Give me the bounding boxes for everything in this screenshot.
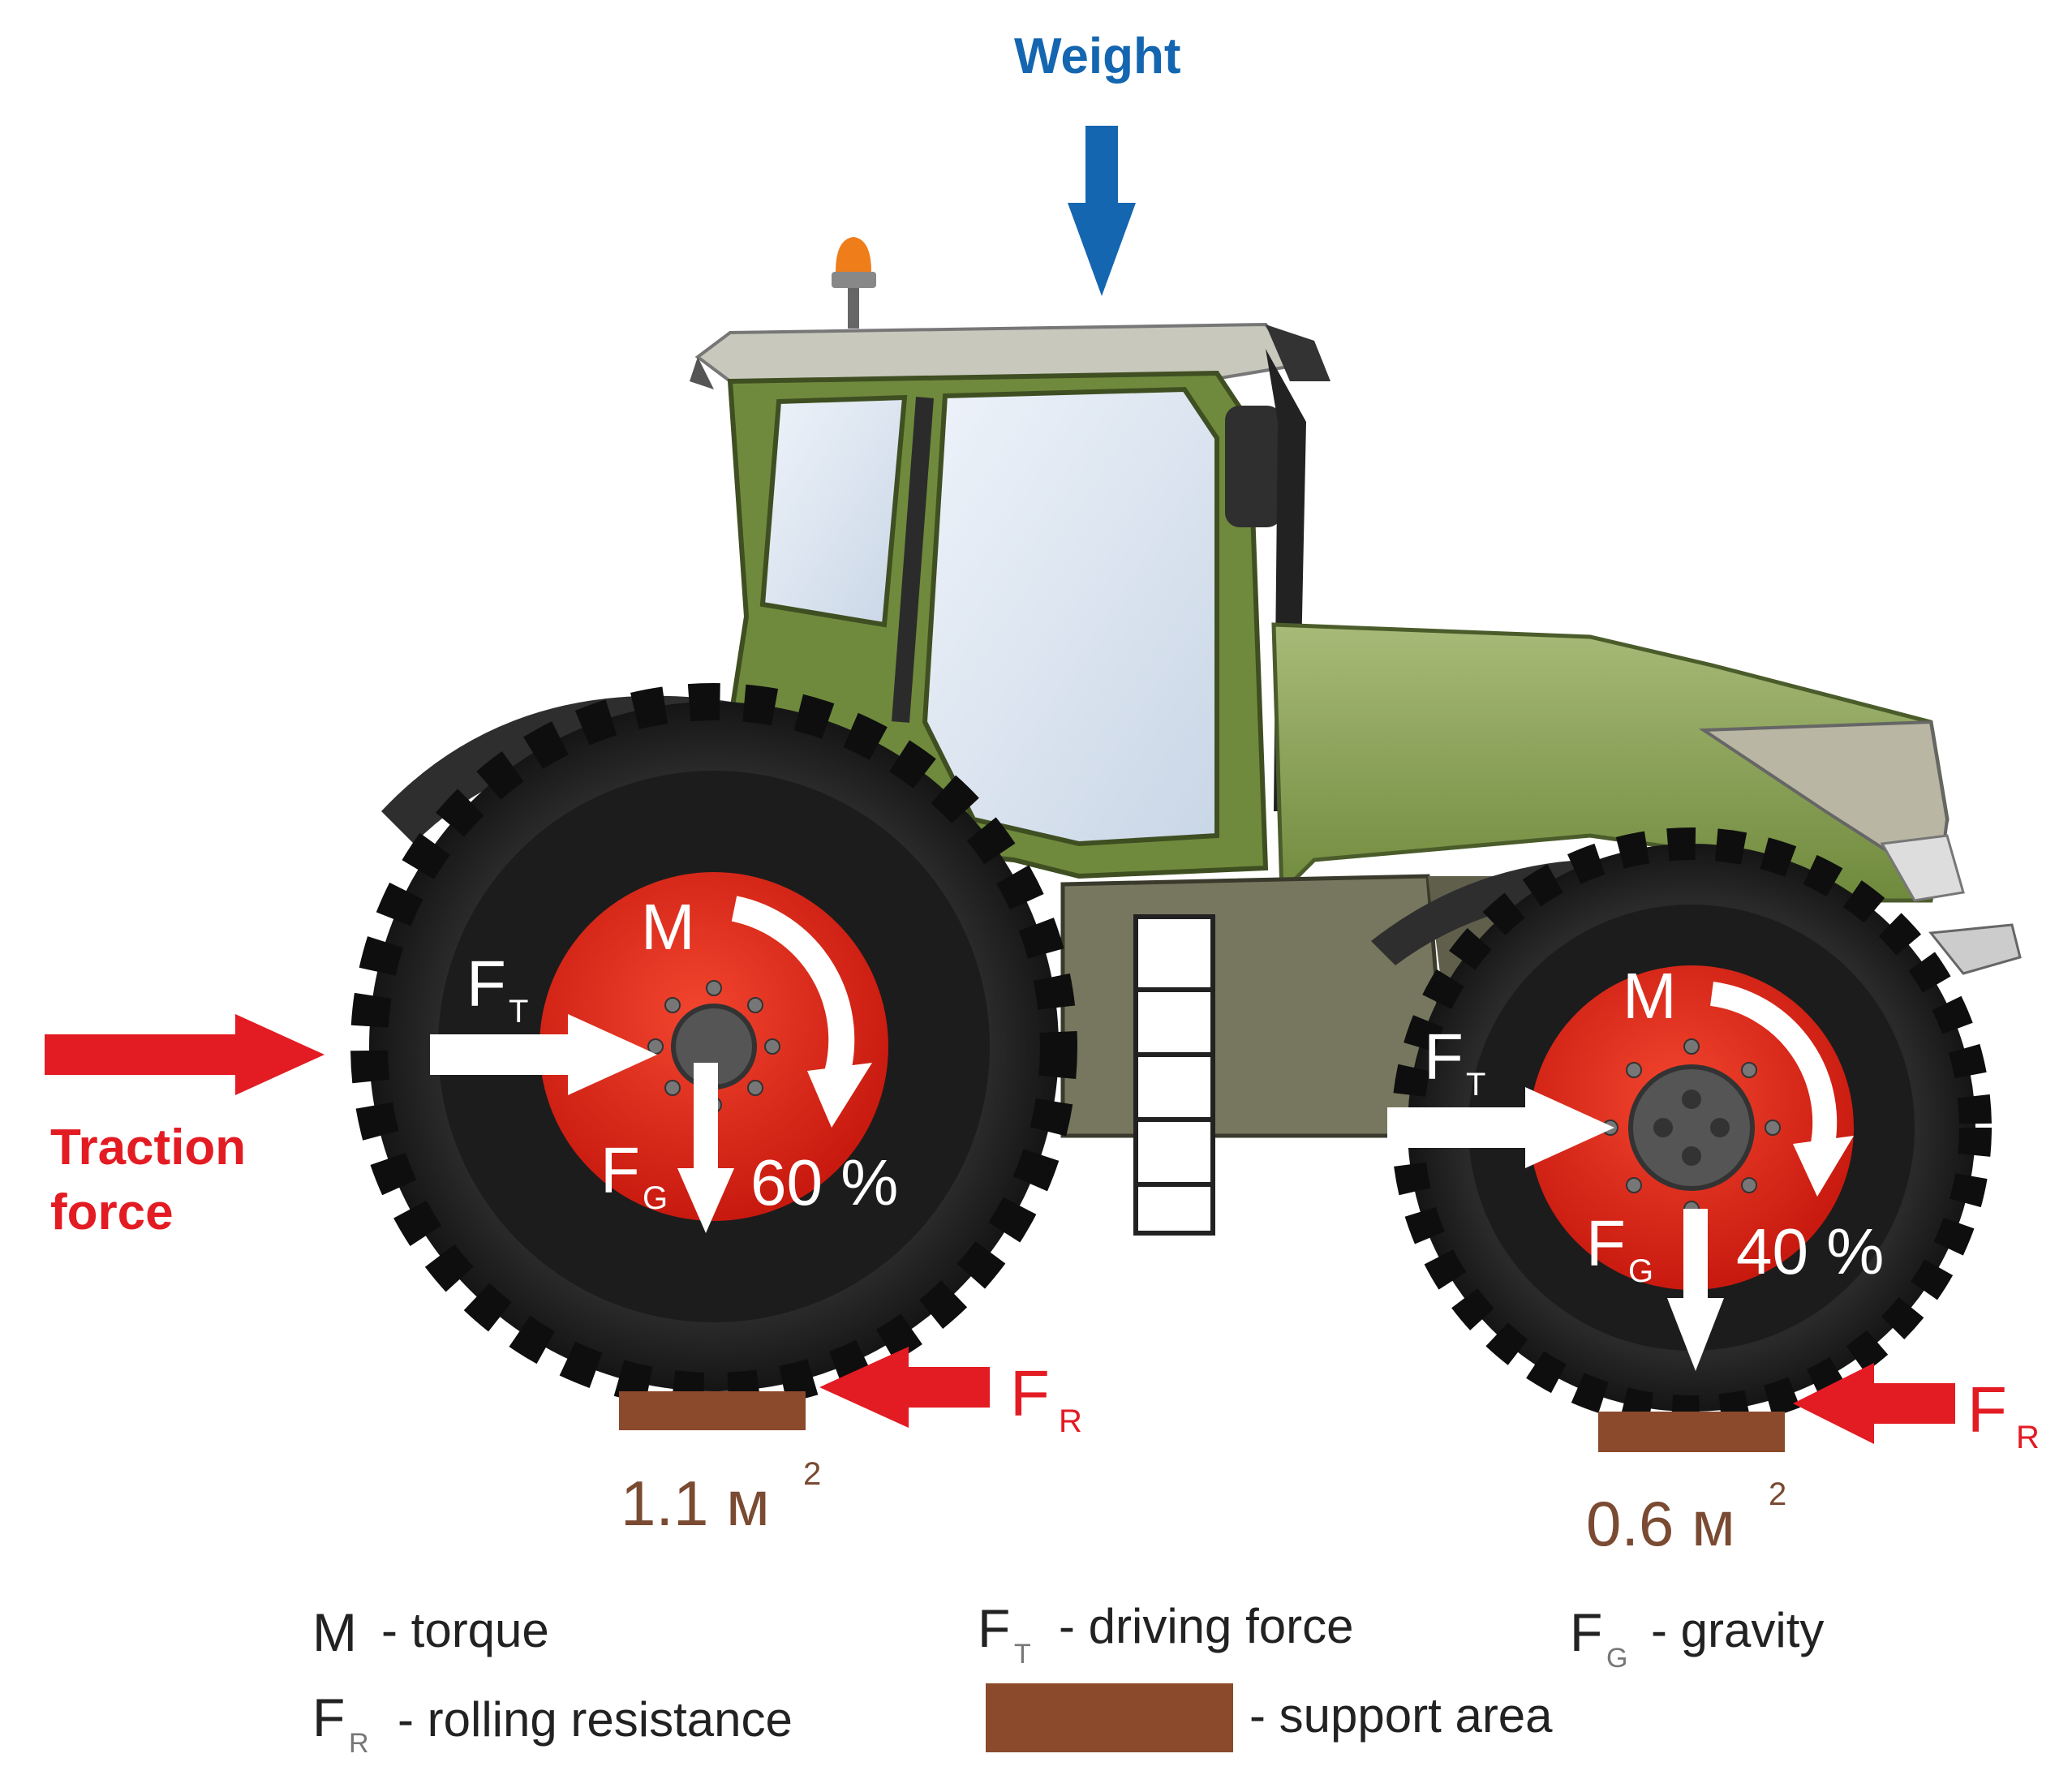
front-rolling-resistance-arrow xyxy=(1793,1363,1955,1444)
front-support-area-sup: 2 xyxy=(1769,1476,1786,1512)
rear-lug-nuts xyxy=(647,980,780,1113)
rear-support-area xyxy=(619,1391,806,1430)
rear-driving-force-arrow xyxy=(430,1014,657,1095)
legend-driving-sub: T xyxy=(1014,1639,1031,1670)
legend-rolling-text: - rolling resistance xyxy=(398,1692,793,1747)
rear-rolling-resistance-arrow xyxy=(819,1347,990,1428)
front-weight-percent: 40 % xyxy=(1736,1215,1884,1287)
front-support-area xyxy=(1598,1412,1785,1452)
rear-wheel: M F T F G 60 % xyxy=(350,683,1077,1410)
rear-gravity-label: F xyxy=(600,1134,640,1206)
beacon-base xyxy=(832,272,876,288)
legend-driving-symbol: F xyxy=(978,1598,1010,1658)
rear-gravity-arrow xyxy=(677,1063,734,1233)
rear-tire-tread xyxy=(350,683,1077,1410)
rear-torque-label: M xyxy=(641,891,695,963)
legend-torque-text: - torque xyxy=(381,1603,549,1657)
legend-torque-symbol: M xyxy=(312,1602,357,1662)
legend-gravity-sub: G xyxy=(1606,1643,1627,1674)
beacon-light-icon xyxy=(836,237,871,272)
rear-torque-arrowhead xyxy=(807,1063,872,1128)
roof-rail xyxy=(1266,325,1330,381)
front-rolling-resistance-label: F xyxy=(1967,1373,2007,1446)
rear-weight-percent: 60 % xyxy=(750,1146,898,1219)
front-lug-nuts xyxy=(1602,1038,1781,1217)
rear-gravity-sub: G xyxy=(643,1180,668,1216)
front-support-area-value: 0.6 м xyxy=(1586,1488,1735,1559)
traction-label-line2: force xyxy=(50,1184,174,1240)
cab-pillar xyxy=(892,397,934,723)
rear-support-area-value: 1.1 м xyxy=(621,1468,770,1539)
front-gravity-label: F xyxy=(1586,1207,1626,1279)
front-gravity-arrow xyxy=(1667,1209,1724,1371)
front-driving-force-arrow xyxy=(1387,1087,1614,1168)
legend-rolling-symbol: F xyxy=(312,1687,345,1747)
cab-window-rear xyxy=(759,394,908,628)
front-wheel: M F T F G 40 % xyxy=(1387,827,1992,1428)
front-driving-force-label: F xyxy=(1424,1021,1464,1093)
cab-ladder xyxy=(1133,914,1215,1236)
chassis-tank xyxy=(1060,874,1447,1138)
headlight xyxy=(1880,834,1965,902)
side-mirror xyxy=(1225,406,1282,527)
legend: M - torque F T - driving force F G - gra… xyxy=(312,1598,1824,1759)
front-torque-arrow xyxy=(1709,982,1838,1155)
front-axle-cap xyxy=(1628,1064,1755,1191)
rear-driving-force-sub: T xyxy=(509,994,528,1029)
legend-rolling-sub: R xyxy=(349,1728,369,1759)
front-hitch xyxy=(1928,923,2022,975)
rear-driving-force-label: F xyxy=(466,948,506,1020)
legend-driving-text: - driving force xyxy=(1059,1599,1353,1653)
front-torque-arrowhead xyxy=(1793,1136,1854,1197)
front-axle-bolts xyxy=(1653,1090,1730,1166)
front-rolling-resistance-sub: R xyxy=(2016,1420,2040,1455)
weight-label: Weight xyxy=(1014,28,1181,84)
traction-label-line1: Traction xyxy=(50,1120,246,1176)
traction-force-arrow xyxy=(45,1014,325,1095)
beacon-post xyxy=(848,280,859,329)
rear-torque-arrow xyxy=(731,896,855,1083)
rear-rolling-resistance-sub: R xyxy=(1059,1403,1082,1439)
legend-gravity-symbol: F xyxy=(1570,1602,1602,1662)
rear-rolling-resistance-label: F xyxy=(1010,1357,1050,1429)
legend-support-text: - support area xyxy=(1249,1688,1553,1743)
front-gravity-sub: G xyxy=(1628,1253,1653,1289)
legend-gravity-text: - gravity xyxy=(1651,1603,1824,1657)
work-light-left xyxy=(690,357,714,389)
weight-arrow xyxy=(1068,126,1136,296)
legend-support-swatch xyxy=(986,1683,1233,1752)
cab-window-door xyxy=(922,386,1219,847)
front-driving-force-sub: T xyxy=(1466,1067,1485,1102)
front-torque-label: M xyxy=(1623,960,1677,1032)
rear-support-area-sup: 2 xyxy=(803,1456,821,1492)
